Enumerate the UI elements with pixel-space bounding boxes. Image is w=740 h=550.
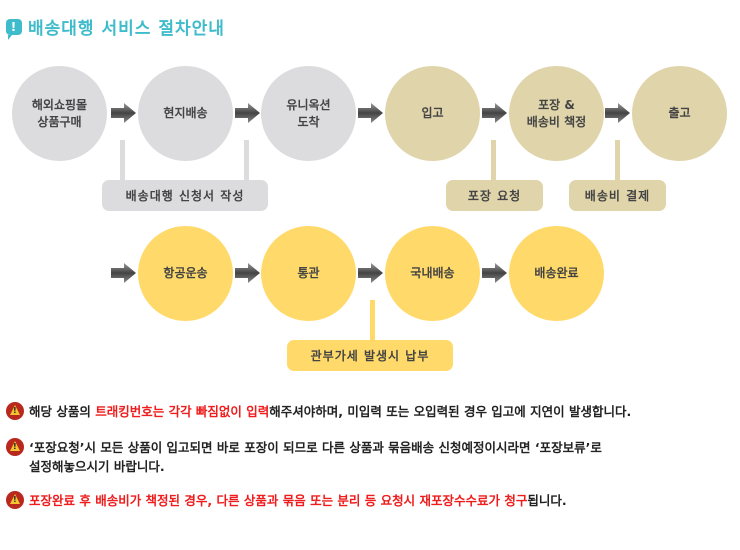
connector-line (244, 140, 249, 182)
label-application: 배송대행 신청서 작성 (102, 180, 268, 211)
step-customs: 통관 (261, 226, 356, 321)
step-delivered: 배송완료 (509, 226, 604, 321)
note-text: 해당 상품의 (29, 404, 96, 419)
label-customs-duty: 관부가세 발생시 납부 (287, 340, 453, 371)
label-packing-request: 포장 요청 (446, 180, 543, 211)
note-tracking: 해당 상품의 트래킹번호는 각각 빠짐없이 입력해주셔야하며, 미입력 또는 오… (6, 402, 631, 421)
title-text: 배송대행 서비스 절차안내 (28, 19, 225, 39)
step-arrival: 유니옥션 도착 (261, 66, 356, 161)
connector-line (370, 300, 375, 342)
label-payment: 배송비 결제 (569, 180, 666, 211)
note-highlight: 포장완료 후 배송비가 책정된 경우, 다른 상품과 묶음 또는 분리 등 요청… (29, 493, 528, 508)
step-local-delivery: 현지배송 (138, 66, 233, 161)
note-text: ‘포장요청’시 모든 상품이 입고되면 바로 포장이 되므로 다른 상품과 묶음… (29, 440, 602, 455)
note-text: 해주셔야하며, 미입력 또는 오입력된 경우 입고에 지연이 발생합니다. (269, 404, 632, 419)
connector-line (491, 140, 496, 182)
note-packing: ‘포장요청’시 모든 상품이 입고되면 바로 포장이 되므로 다른 상품과 묶음… (6, 438, 602, 476)
step-packing: 포장 & 배송비 책정 (509, 66, 604, 161)
step-domestic-delivery: 국내배송 (385, 226, 480, 321)
page-title: ! 배송대행 서비스 절차안내 (6, 14, 225, 40)
step-air-transport: 항공운송 (138, 226, 233, 321)
step-warehousing: 입고 (385, 66, 480, 161)
arrow-right-icon (235, 263, 260, 283)
note-text: 됩니다. (527, 493, 567, 508)
warning-icon (6, 491, 24, 509)
speech-alert-icon: ! (6, 18, 22, 40)
note-highlight: 트래킹번호는 각각 빠짐없이 입력 (95, 404, 270, 419)
connector-line (615, 140, 620, 182)
step-release: 출고 (632, 66, 727, 161)
step-overseas-purchase: 해외쇼핑몰 상품구매 (12, 66, 107, 161)
arrow-right-icon (111, 103, 136, 123)
note-repacking-fee: 포장완료 후 배송비가 책정된 경우, 다른 상품과 묶음 또는 분리 등 요청… (6, 491, 567, 510)
note-text: 설정해놓으시기 바랍니다. (29, 459, 165, 474)
arrow-right-icon (358, 103, 383, 123)
arrow-right-icon (605, 103, 630, 123)
connector-line (120, 140, 125, 182)
arrow-right-icon (482, 263, 507, 283)
warning-icon (6, 438, 24, 456)
arrow-right-icon (482, 103, 507, 123)
arrow-right-icon (235, 103, 260, 123)
warning-icon (6, 402, 24, 420)
arrow-right-icon (358, 263, 383, 283)
arrow-right-icon (111, 263, 136, 283)
